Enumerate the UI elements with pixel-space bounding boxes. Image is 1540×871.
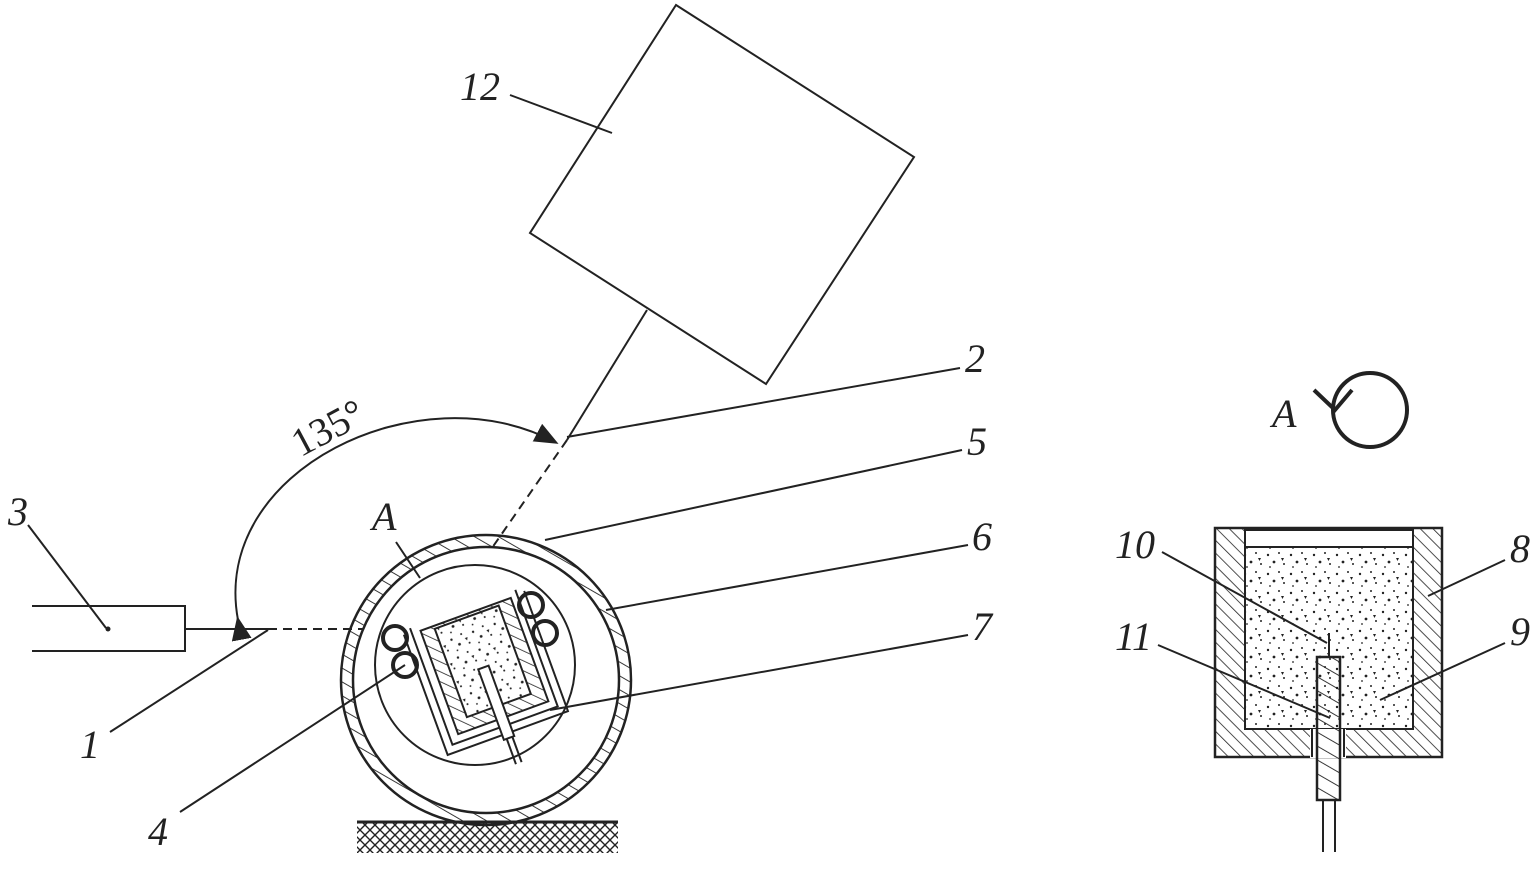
angle-arc-arrow	[231, 417, 559, 642]
label-11: 11	[1115, 614, 1152, 659]
angle-label: 135°	[284, 390, 372, 465]
label-7: 7	[972, 604, 994, 649]
label-6: 6	[972, 514, 992, 559]
label-1: 1	[80, 722, 100, 767]
label-4: 4	[148, 809, 168, 854]
view-a-symbol	[1312, 371, 1409, 449]
ground-base	[357, 822, 618, 853]
crucible-7	[402, 589, 570, 765]
crucible-detail-8	[1213, 526, 1444, 852]
leader-lines	[27, 94, 969, 813]
heater-coils-4	[381, 591, 559, 679]
thermocouple-11	[1315, 655, 1342, 802]
label-2: 2	[965, 336, 985, 381]
leader-lines-detail	[1157, 551, 1506, 719]
source-3	[32, 605, 186, 652]
label-a-view: A	[1269, 391, 1297, 436]
label-12: 12	[460, 64, 500, 109]
label-10: 10	[1115, 522, 1155, 567]
label-5: 5	[967, 419, 987, 464]
label-a-chamber: A	[369, 494, 397, 539]
label-9: 9	[1510, 609, 1530, 654]
label-3: 3	[7, 489, 28, 534]
detector-box-12	[528, 3, 916, 441]
label-8: 8	[1510, 526, 1530, 571]
